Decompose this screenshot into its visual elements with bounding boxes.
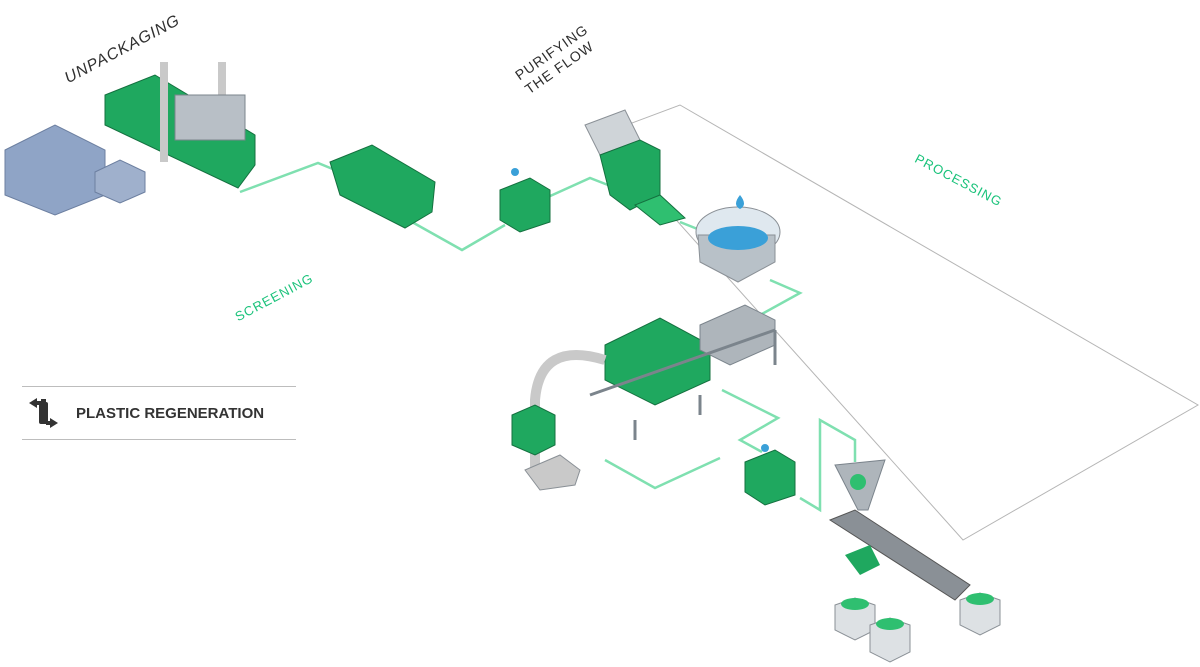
legend-label: PLASTIC REGENERATION xyxy=(76,404,265,422)
unpackaging-machine xyxy=(104,62,256,189)
output-bags xyxy=(834,592,1001,663)
legend: PLASTIC REGENERATION xyxy=(22,386,296,440)
recycle-bottle-icon xyxy=(29,398,58,428)
purifier-shredder xyxy=(584,109,686,226)
extruder xyxy=(828,459,971,601)
dryer-line xyxy=(511,304,777,491)
optical-sorter-1 xyxy=(499,168,551,233)
plastic-bales xyxy=(4,124,146,216)
screening-tank xyxy=(329,144,436,229)
optical-sorter-2 xyxy=(744,444,796,506)
washing-tank xyxy=(695,195,781,283)
processing-area-outline xyxy=(599,104,1200,541)
